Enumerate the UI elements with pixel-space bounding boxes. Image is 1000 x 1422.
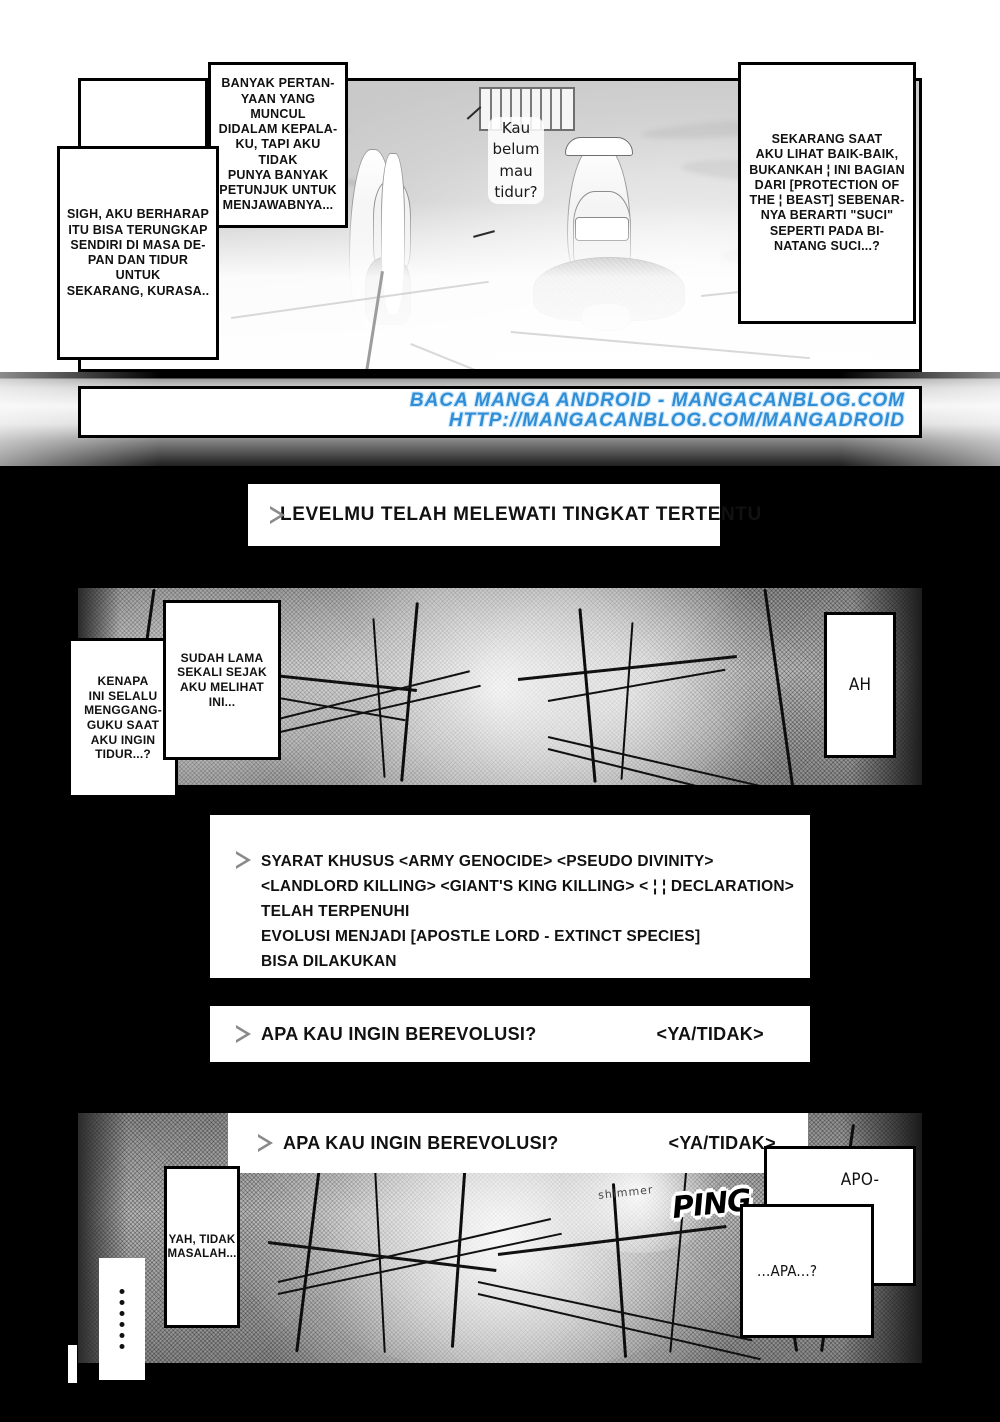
system-message-options: <YA/TIDAK> <box>668 1132 776 1153</box>
handwritten-speech: Kau belum mau tidur? <box>461 106 571 238</box>
caption-box-sigh: SIGH, AKU BERHARAP ITU BISA TERUNGKAP SE… <box>57 146 219 360</box>
caption-box-dots <box>99 1258 145 1380</box>
caption-box-banyak: BANYAK PERTAN- YAAN YANG MUNCUL DIDALAM … <box>208 62 348 228</box>
caption-box-yah: YAH, TIDAK MASALAH... <box>164 1166 240 1328</box>
caption-text: SUDAH LAMA SEKALI SEJAK AKU MELIHAT INI.… <box>177 650 267 709</box>
caption-text: KENAPA INI SELALU MENGGANG- GUKU SAAT AK… <box>84 674 162 762</box>
caption-text: BANYAK PERTAN- YAAN YANG MUNCUL DIDALAM … <box>218 76 338 213</box>
caption-text: ...APA...? <box>757 1261 818 1280</box>
panel-bottom-edge <box>78 785 922 793</box>
caption-text: SIGH, AKU BERHARAP ITU BISA TERUNGKAP SE… <box>66 207 210 298</box>
watermark-text: BACA MANGA ANDROID - MANGACANBLOG.COM HT… <box>410 391 905 431</box>
system-message-conditions: SYARAT KHUSUS <ARMY GENOCIDE> <PSEUDO DI… <box>210 815 810 978</box>
caption-box-empty <box>78 78 208 150</box>
watermark-strip: BACA MANGA ANDROID - MANGACANBLOG.COM HT… <box>78 386 922 438</box>
triangle-marker-icon <box>236 851 251 870</box>
system-message-level-up: LEVELMU TELAH MELEWATI TINGKAT TERTENTU <box>248 484 761 546</box>
handwritten-line: Kau belum mau tidur? <box>488 117 544 205</box>
caption-box-kenapa: KENAPA INI SELALU MENGGANG- GUKU SAAT AK… <box>68 638 178 798</box>
system-message-text: APA KAU INGIN BEREVOLUSI? <box>261 1023 537 1044</box>
caption-text: AH <box>848 674 872 695</box>
system-message-evolve-prompt-2: APA KAU INGIN BEREVOLUSI? <YA/TIDAK> <box>228 1113 808 1173</box>
caption-box-sudah: SUDAH LAMA SEKALI SEJAK AKU MELIHAT INI.… <box>163 600 281 760</box>
caption-text: YAH, TIDAK MASALAH... <box>167 1233 237 1260</box>
triangle-marker-icon <box>258 1133 273 1153</box>
caption-box-sliver <box>68 1345 77 1383</box>
triangle-marker-icon <box>236 1024 251 1044</box>
system-message-text: SYARAT KHUSUS <ARMY GENOCIDE> <PSEUDO DI… <box>261 853 795 971</box>
system-message-text: LEVELMU TELAH MELEWATI TINGKAT TERTENTU <box>280 504 762 525</box>
system-message-options: <YA/TIDAK> <box>656 1023 764 1044</box>
system-message-text: APA KAU INGIN BEREVOLUSI? <box>283 1132 559 1153</box>
caption-text: SEKARANG SAAT AKU LIHAT BAIK-BAIK, BUKAN… <box>749 132 905 253</box>
watermark-line-1: BACA MANGA ANDROID - MANGACANBLOG.COM <box>409 390 905 411</box>
caption-box-apa: ...APA...? <box>740 1204 874 1338</box>
caption-box-sekarang: SEKARANG SAAT AKU LIHAT BAIK-BAIK, BUKAN… <box>738 62 916 324</box>
ellipsis-dots-icon <box>119 1289 125 1349</box>
system-message-evolve-prompt-1: APA KAU INGIN BEREVOLUSI? <YA/TIDAK> <box>210 1006 810 1062</box>
watermark-line-2: HTTP://MANGACANBLOG.COM/MANGADROID <box>448 409 905 431</box>
caption-box-ah: AH <box>824 612 896 758</box>
